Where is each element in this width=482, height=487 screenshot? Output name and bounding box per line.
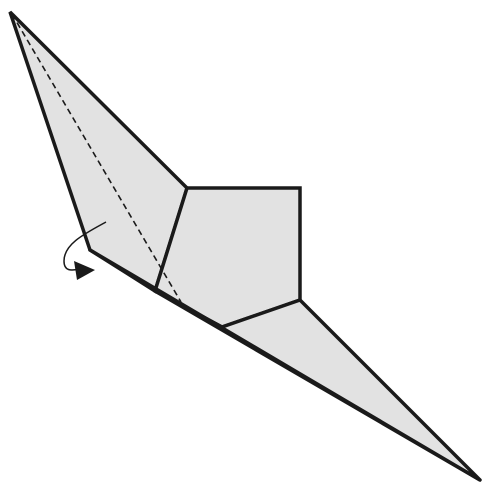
paper-shape: [10, 12, 480, 480]
left-flap: [10, 12, 187, 291]
